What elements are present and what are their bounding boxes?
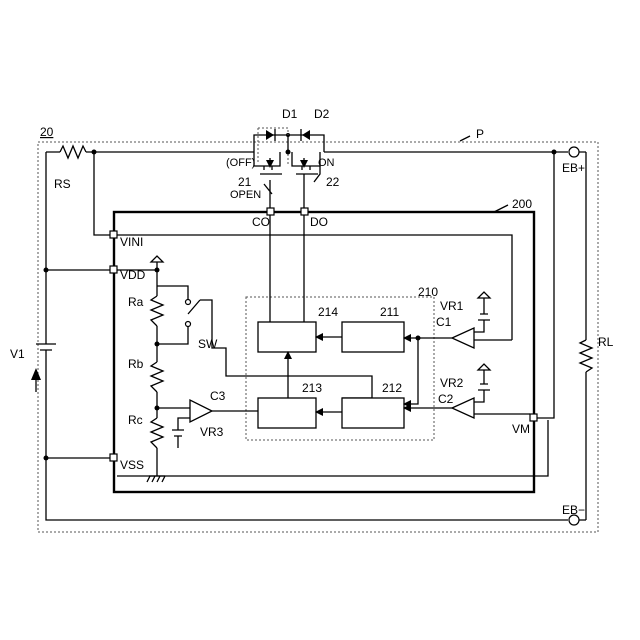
rb-resistor	[151, 362, 163, 392]
open-label: OPEN	[230, 189, 261, 201]
vr3-source	[172, 418, 190, 448]
co-pin	[267, 208, 274, 215]
vdd-pin	[110, 266, 117, 273]
block-214	[258, 322, 316, 352]
mosfet-21-arrow	[266, 160, 274, 168]
b212-label: 212	[382, 381, 402, 395]
rs-resistor	[60, 146, 86, 158]
vm-wire	[534, 152, 554, 418]
vdd-ref-symbol	[151, 256, 163, 270]
do-pin	[301, 208, 308, 215]
mosfet-22-arrow	[300, 160, 308, 168]
co-label: CO	[252, 215, 270, 229]
d2-diode	[302, 130, 310, 140]
v1-battery	[36, 344, 56, 350]
v1-label: V1	[10, 347, 25, 361]
pack-label: P	[476, 127, 484, 141]
c3-comparator	[190, 400, 212, 422]
d1-label: D1	[282, 107, 298, 121]
fig-label: 20	[40, 125, 54, 139]
do-label: DO	[310, 215, 328, 229]
vdd-label: VDD	[120, 268, 146, 282]
c2-label: C2	[438, 392, 454, 406]
c3-label: C3	[210, 389, 226, 403]
vr1-source	[474, 298, 490, 332]
c1-comparator	[452, 328, 474, 348]
vini-label: VINI	[120, 235, 143, 249]
ctrl-label: 210	[418, 285, 438, 299]
vss-pin	[110, 454, 117, 461]
v1-arrow-head	[31, 368, 41, 380]
ra-label: Ra	[128, 295, 144, 309]
ground-symbol	[147, 470, 165, 482]
ebm-label: EB−	[562, 503, 585, 517]
diode-bridge	[254, 135, 324, 152]
block-211	[342, 322, 404, 352]
vr3-label: VR3	[200, 425, 224, 439]
d1-diode	[266, 130, 274, 140]
d2-label: D2	[314, 107, 330, 121]
block-212	[342, 398, 404, 428]
ic-200-outline	[114, 212, 534, 492]
b214-label: 214	[318, 305, 338, 319]
rl-label: RL	[598, 335, 614, 349]
rl-resistor	[580, 340, 592, 372]
c2-comparator	[452, 398, 474, 418]
ra-resistor	[151, 296, 163, 326]
d1-dashed-box	[258, 128, 288, 164]
vr2-source	[474, 370, 490, 402]
eb-plus-terminal	[569, 147, 579, 157]
vini-pin	[110, 231, 117, 238]
rs-label: RS	[54, 177, 71, 191]
ebp-label: EB+	[562, 161, 585, 175]
rb-label: Rb	[128, 357, 144, 371]
c1-to-212-wire	[404, 338, 418, 404]
rc-resistor	[151, 418, 163, 448]
b213-label: 213	[302, 381, 322, 395]
sw-label: SW	[198, 337, 218, 351]
vm-pin	[530, 414, 537, 421]
t21-label: 21	[238, 175, 252, 189]
vm-label: VM	[512, 422, 530, 436]
vss-label: VSS	[120, 458, 144, 472]
ic-label: 200	[512, 197, 532, 211]
on-label: ON	[318, 157, 335, 169]
block-213	[258, 398, 316, 428]
vr2-label: VR2	[440, 376, 464, 390]
t22-label: 22	[326, 175, 340, 189]
c1-label: C1	[436, 315, 452, 329]
rc-label: Rc	[128, 413, 143, 427]
b211-label: 211	[380, 305, 399, 319]
co-gate-wire	[264, 180, 272, 212]
vini-wire	[94, 152, 114, 235]
vr1-label: VR1	[440, 299, 464, 313]
off-label: (OFF)	[226, 157, 255, 169]
